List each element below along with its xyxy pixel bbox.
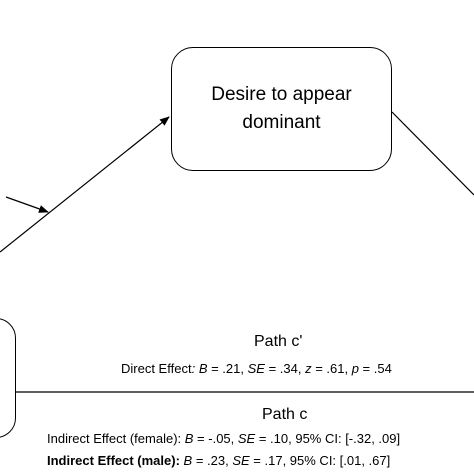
direct-effect-stats: Direct Effect: B = .21, SE = .34, z = .6… xyxy=(121,361,392,376)
direct-effect-z-symbol: z xyxy=(305,361,312,376)
indirect-male-b-symbol: B xyxy=(183,453,193,468)
indirect-male-se-symbol: SE xyxy=(232,453,250,468)
direct-effect-colon: : xyxy=(191,361,196,376)
indirect-male-se-value: = .17, 95% CI: [.01, .67] xyxy=(249,453,391,468)
path-b-line xyxy=(391,111,474,196)
direct-effect-p-value: = .54 xyxy=(358,361,392,376)
direct-effect-z-value: = .61, xyxy=(311,361,352,376)
indirect-female-b-symbol: B xyxy=(184,431,194,446)
direct-effect-label: Direct Effect xyxy=(121,361,192,376)
indirect-effect-female: Indirect Effect (female): B = -.05, SE =… xyxy=(47,431,400,446)
predictor-box xyxy=(0,318,16,438)
indirect-male-b-value: = .23, xyxy=(192,453,233,468)
mediator-box: Desire to appear dominant xyxy=(171,47,392,171)
indirect-female-b-value: = -.05, xyxy=(193,431,238,446)
path-a-arrow xyxy=(0,116,170,253)
mediator-label: Desire to appear dominant xyxy=(211,84,352,133)
direct-effect-b-symbol: B xyxy=(198,361,208,376)
direct-effect-b-value: = .21, xyxy=(207,361,248,376)
direct-effect-se-symbol: SE xyxy=(247,361,265,376)
indirect-female-se-symbol: SE xyxy=(237,431,256,446)
path-c-title: Path c xyxy=(262,406,308,423)
direct-effect-se-value: = .34, xyxy=(264,361,306,376)
direct-effect-p-symbol: p xyxy=(351,361,359,376)
indirect-male-label: Indirect Effect (male): xyxy=(47,453,180,468)
indirect-effect-male: Indirect Effect (male): B = .23, SE = .1… xyxy=(47,453,390,468)
path-c-prime-title: Path c' xyxy=(254,333,303,350)
path-a-secondary-arrow xyxy=(5,196,49,213)
indirect-female-se-value: = .10, 95% CI: [-.32, .09] xyxy=(255,431,401,446)
indirect-female-label: Indirect Effect (female): xyxy=(47,431,185,446)
